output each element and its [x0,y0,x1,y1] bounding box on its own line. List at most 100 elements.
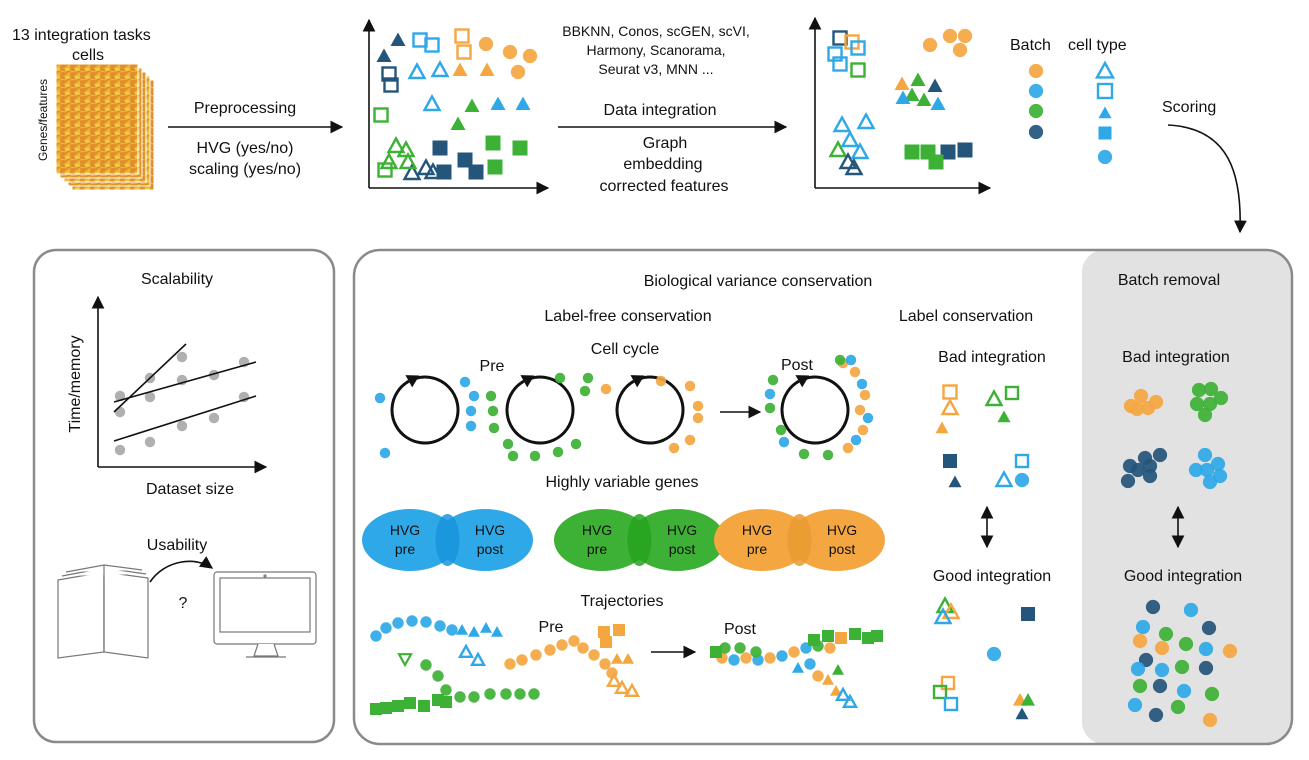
open-square-mark [940,675,956,691]
circle-mark [1210,456,1226,472]
circle-mark [406,615,418,627]
open-triangle-mark [941,602,961,620]
data-integration-label: Data integration [604,102,717,119]
circle-mark [1189,396,1205,412]
cell-cycle-circle [505,375,575,445]
circle-mark [734,642,746,654]
open-triangle-mark [840,130,860,148]
circle-mark [568,635,580,647]
circle-mark [849,366,861,378]
circle-mark [1145,599,1161,615]
circle-mark [507,450,519,462]
triangle-mark [1098,106,1112,119]
square-mark [1098,126,1112,140]
triangle-mark [894,76,910,90]
square-mark [598,626,610,638]
circle-mark [1178,636,1194,652]
circle-mark [1152,678,1168,694]
cell-cycle-circle [780,375,850,445]
square-mark [1021,607,1035,621]
hvg-label: pre [587,541,607,557]
hvg-option: HVG (yes/no) [197,140,294,157]
open-triangle-mark [844,158,864,176]
svg-text:Harmony, Scanorama,: Harmony, Scanorama, [586,42,725,58]
open-triangle-mark [940,398,960,416]
cell-cycle-circle [390,375,460,445]
circle-mark [577,642,589,654]
open-square-mark [456,44,472,60]
circle-mark [655,375,667,387]
open-triangle-mark [430,60,450,78]
cell-cycle-pre: Pre [480,358,505,375]
circle-mark [845,354,857,366]
label-conservation-title: Label conservation [899,308,1033,325]
square-mark [370,703,382,715]
bio-conservation-title: Biological variance conservation [644,273,873,290]
circle-mark [440,684,452,696]
circle-mark [1137,450,1153,466]
square-mark [808,634,820,646]
circle-mark [1213,390,1229,406]
square-mark [600,636,612,648]
open-triangle-mark [386,136,406,154]
open-triangle-mark [398,152,418,170]
open-square-mark [1096,82,1114,100]
open-square-mark [383,77,399,93]
svg-text:Graph: Graph [643,135,687,152]
circle-mark [719,642,731,654]
open-triangle-mark [407,62,427,80]
square-mark [418,700,430,712]
square-mark [468,164,484,180]
open-triangle-mark [933,607,953,625]
usability-arrow [149,556,214,583]
scoring-arrow [1167,124,1247,234]
circle-mark [728,654,740,666]
open-triangle-mark [605,672,623,687]
scalability-usability-panel: Scalability Time/memory Dataset size Usa… [32,248,336,744]
cell-cycle-arrowhead [405,375,420,388]
circle-mark [668,442,680,454]
svg-text:BBKNN, Conos, scGEN, scVI,: BBKNN, Conos, scGEN, scVI, [562,23,750,39]
circle-mark [599,658,611,670]
hvg-pre-ellipse [714,509,810,571]
hvg-overlap [627,514,652,566]
square-mark [432,140,448,156]
circle-mark [1203,381,1219,397]
open-square-mark [1004,385,1020,401]
circle-mark [1120,473,1136,489]
triangle-mark [468,626,480,637]
open-square-mark [424,37,440,53]
triangle-mark [904,87,920,101]
open-square-mark [942,384,958,400]
triangle-mark [490,96,506,110]
triangle-mark [930,96,946,110]
genes-features-label: Genes/features [36,79,50,161]
circle-mark [1142,468,1158,484]
circle-mark [446,624,458,636]
circle-mark [1154,662,1170,678]
triangle-mark [456,624,468,635]
hvg-title: Highly variable genes [546,474,699,491]
label-conservation-marks [932,384,1035,720]
circle-mark [1202,712,1218,728]
circle-mark [1132,678,1148,694]
circle-mark [1202,396,1218,412]
circle-mark [812,670,824,682]
hvg-overlap [787,514,812,566]
circle-mark [176,420,188,432]
circle-mark [392,617,404,629]
circle-mark [530,649,542,661]
triangle-mark [376,48,392,62]
circle-mark [465,420,477,432]
open-square-mark [373,107,389,123]
triangle-mark [935,421,949,434]
triangle-mark [480,622,492,633]
hvg-label: HVG [582,522,612,538]
trajectory-pre: Pre [539,619,564,636]
open-triangle-mark [838,152,858,170]
scaling-option: scaling (yes/no) [189,161,301,178]
circle-mark [750,646,762,658]
circle-mark [1198,641,1214,657]
circle-mark [484,688,496,700]
